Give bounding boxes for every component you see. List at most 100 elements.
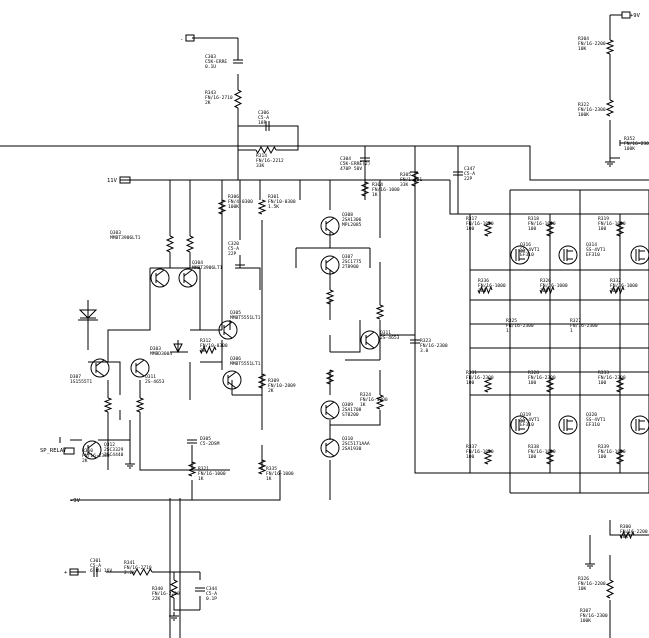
transistor-q309 (320, 400, 340, 420)
res-r-drv4 (375, 394, 385, 410)
res-r341 (131, 567, 153, 577)
res-gate-bot-0 (483, 449, 493, 465)
ground-right-top (605, 158, 615, 167)
transistor-q306 (222, 370, 242, 390)
transistor-q312 (82, 440, 102, 460)
net-plus-v-connector (119, 176, 131, 184)
transistors (78, 216, 649, 460)
cap-c305 (187, 439, 197, 444)
res-r-ps2 (257, 459, 267, 475)
net-relay-connector (63, 447, 75, 455)
mosfet-q315 (630, 245, 649, 265)
res-r301 (257, 199, 267, 215)
ground-right-bottom (585, 560, 595, 569)
net-plus-input: + (64, 570, 68, 576)
cap-c306 (265, 121, 270, 131)
res-r-left4 (135, 397, 145, 413)
res-gate-bot-2 (615, 449, 625, 465)
res-r-right-bot (605, 579, 615, 599)
transistor-q303 (150, 268, 170, 288)
cap-c347 (453, 171, 463, 176)
res-r-drv2 (325, 369, 335, 385)
res-src-bot-2 (615, 377, 625, 393)
res-gate-bot-1 (545, 449, 555, 465)
capacitors (93, 59, 463, 592)
res-gate-top-1 (545, 221, 555, 237)
transistor-q304 (178, 268, 198, 288)
net-labels: - 11V SP_RELAY -9V + +9V (40, 11, 641, 576)
res-r-left1 (165, 235, 175, 253)
ground-relay (125, 460, 135, 469)
res-src-top-2 (609, 285, 625, 295)
res-src-bot-1 (545, 377, 555, 393)
res-r-left3 (103, 397, 113, 413)
ground-bottom-input (169, 612, 179, 621)
res-r343 (233, 89, 243, 109)
res-r-right-top (605, 39, 615, 55)
net-minus-connector (185, 34, 195, 42)
diode-d303 (173, 343, 183, 354)
res-r305 (410, 171, 420, 187)
res-r-right-top2 (605, 99, 615, 117)
transistor-q-diff-l (90, 358, 110, 378)
net-plus-v-right-connector (621, 11, 631, 19)
res-gate-top-2 (615, 221, 625, 237)
mosfet-q314 (558, 245, 578, 265)
diode-d307 (78, 309, 98, 319)
res-r314 (255, 145, 277, 155)
wires (0, 14, 649, 638)
cap-c304 (360, 157, 370, 162)
res-r-right-bot2 (619, 530, 635, 540)
net-plus-v-right: +9V (630, 13, 641, 19)
res-src-top-1 (539, 285, 555, 295)
mosfet-q320 (558, 415, 578, 435)
net-minus-input: - (180, 37, 183, 43)
mosfet-q316 (510, 245, 530, 265)
transistor-q305 (218, 320, 238, 340)
res-r306 (217, 199, 227, 215)
